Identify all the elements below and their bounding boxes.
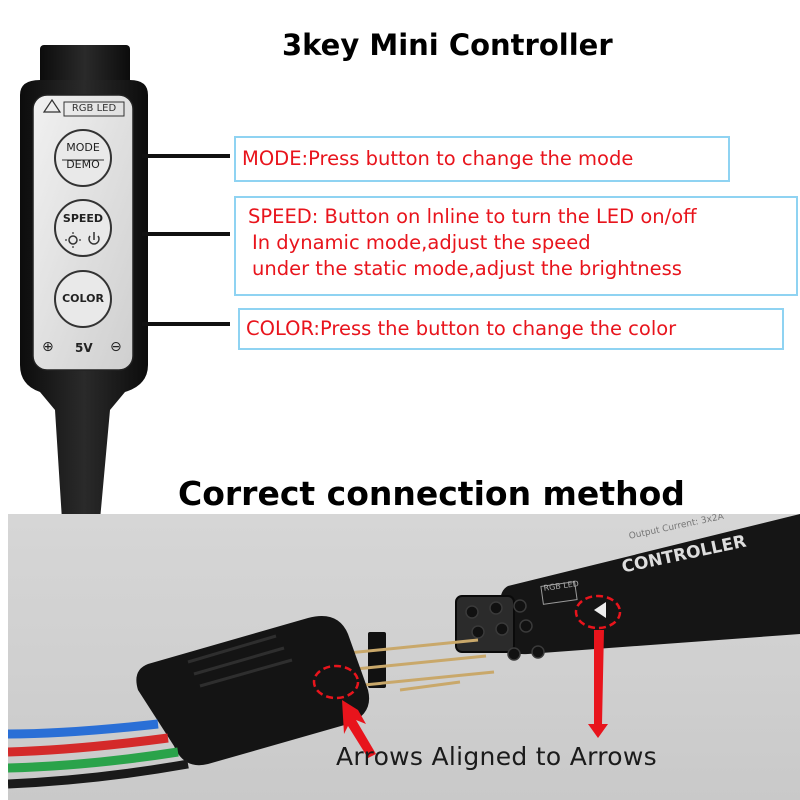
speed-callout-line3: under the static mode,adjust the brightn… [252, 257, 682, 280]
plug-red-arrow-icon [342, 700, 376, 758]
mode-button[interactable]: MODE DEMO [55, 141, 111, 171]
board-logo-box [540, 581, 578, 605]
plug-connector [136, 616, 370, 766]
board-red-arrow-icon [588, 630, 608, 738]
board-arrow-icon [594, 602, 606, 618]
speed-button[interactable]: SPEED [62, 212, 104, 225]
power-label: 5V [75, 341, 93, 355]
plus-icon: ⊕ [42, 339, 54, 355]
color-callout: COLOR:Press the button to change the col… [238, 308, 784, 350]
mode-demo-button-shape [54, 129, 112, 187]
mode-callout: MODE:Press button to change the mode [234, 136, 730, 182]
connection-illustration [8, 514, 800, 789]
speed-callout: SPEED: Button on lnline to turn the LED … [234, 196, 798, 296]
speed-button-shape [54, 199, 112, 257]
arrows-caption: Arrows Aligned to Arrows [336, 742, 657, 771]
warning-triangle-icon [42, 98, 62, 113]
minus-icon: ⊖ [110, 339, 122, 355]
pin-header [337, 632, 495, 692]
mode-button-label: MODE [66, 141, 100, 154]
controller-board [500, 514, 800, 655]
speed-pointer-line [142, 232, 230, 236]
color-button[interactable]: COLOR [62, 292, 104, 305]
sun-icon [68, 235, 78, 245]
rgb-led-logo-box [63, 101, 125, 117]
board-arrow-highlight [574, 594, 622, 630]
color-pointer-line [142, 322, 230, 326]
mode-pointer-line [142, 154, 230, 158]
power-icon [88, 235, 100, 245]
red-arrows [342, 630, 608, 758]
speed-callout-line2: In dynamic mode,adjust the speed [252, 231, 591, 254]
demo-button-label: DEMO [66, 158, 100, 171]
rgb-led-logo: RGB LED [71, 103, 117, 114]
controller-illustration [20, 45, 148, 520]
speed-callout-line1: SPEED: Button on lnline to turn the LED … [248, 205, 697, 228]
color-button-shape [54, 270, 112, 328]
plug-arrow-highlight [312, 664, 360, 700]
title-connection-method: Correct connection method [178, 474, 685, 513]
title-mini-controller: 3key Mini Controller [282, 28, 613, 62]
connection-photo: CONTROLLER Output Current: 3x2A RGB LED … [8, 514, 800, 800]
